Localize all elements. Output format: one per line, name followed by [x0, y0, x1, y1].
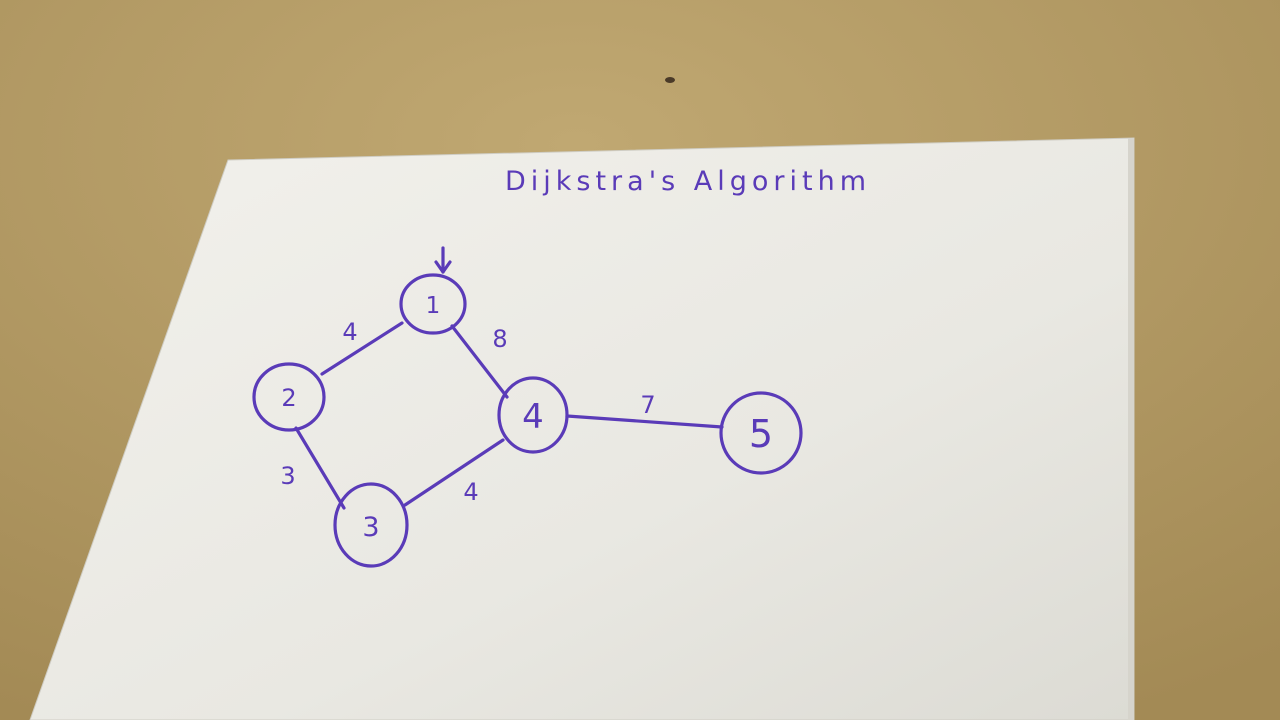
graph-node-label: 4 [522, 397, 544, 437]
graph-node-1: 1 [399, 273, 467, 335]
start-arrow-icon [434, 246, 452, 274]
edge-1-2 [320, 321, 404, 376]
graph-node-label: 3 [362, 512, 379, 543]
paper-sheet [29, 137, 1135, 720]
graph-node-label: 5 [749, 412, 773, 456]
graph-nodes: 1 2 3 4 5 [252, 273, 803, 568]
table-speck [665, 77, 675, 83]
graph-node-label: 2 [281, 384, 296, 412]
paper-title: Dijkstra's Algorithm [505, 166, 871, 197]
paper-right-edge [1128, 138, 1134, 720]
edge-3-4 [403, 438, 505, 507]
edge-weight-1-4: 8 [492, 325, 507, 353]
graph-node-3: 3 [333, 482, 409, 568]
graph-edges [294, 321, 724, 510]
edge-2-3 [294, 426, 346, 510]
edge-weight-2-3: 3 [280, 462, 295, 490]
edge-weight-4-5: 7 [640, 391, 655, 419]
edge-1-4 [450, 324, 509, 399]
graph-node-4: 4 [497, 376, 569, 454]
graph-node-2: 2 [252, 362, 326, 432]
edge-weight-1-2: 4 [342, 318, 357, 346]
graph-node-label: 1 [426, 293, 441, 319]
graph-node-5: 5 [719, 391, 803, 475]
edge-weight-3-4: 4 [463, 478, 478, 506]
edge-weights: 4 8 3 4 7 [280, 318, 655, 506]
edge-4-5 [565, 414, 724, 429]
